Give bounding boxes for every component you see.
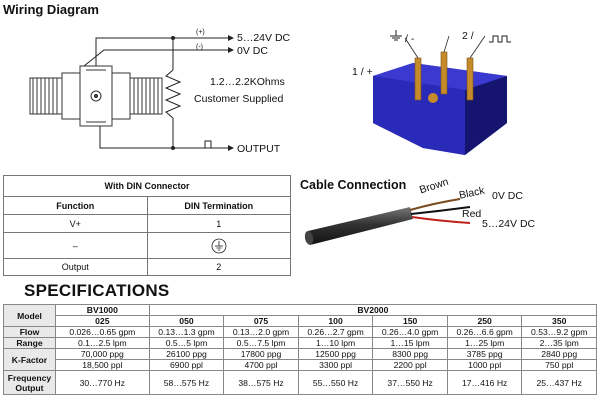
spec-cell: 58…575 Hz: [148, 370, 225, 395]
frequency-label: Frequency: [7, 372, 52, 383]
cable-connection-title: Cable Connection: [300, 178, 407, 192]
model-cell: 150: [372, 315, 448, 327]
din-function-cell: –: [3, 232, 148, 259]
table-row: Frequency Output 30…770 Hz 58…575 Hz 38……: [3, 370, 597, 395]
k-factor-label: K-Factor: [3, 348, 56, 371]
din-connector-drawing: [373, 30, 511, 155]
wiring-diagram-title: Wiring Diagram: [3, 2, 99, 17]
ground-icon: [390, 30, 402, 41]
range-label: Range: [3, 337, 56, 349]
din-table-title: With DIN Connector: [3, 175, 291, 197]
output-label: OUTPUT: [237, 143, 281, 155]
black-wire-signal: 0V DC: [492, 190, 523, 202]
model-row-header: Model: [3, 304, 56, 327]
din-connector-table: With DIN Connector Function DIN Terminat…: [3, 175, 291, 276]
spec-cell: 17…416 Hz: [446, 370, 523, 395]
din-function-cell: Output: [3, 258, 148, 276]
spec-cell: 0.13…2.0 gpm: [223, 326, 299, 338]
din-termination-cell: 1: [146, 214, 291, 233]
model-cell: 100: [297, 315, 374, 327]
red-wire-signal: 5…24V DC: [482, 218, 536, 230]
din-termination-cell: 2: [146, 258, 291, 276]
din-header-function: Function: [3, 196, 148, 215]
model-cell: 250: [446, 315, 523, 327]
pulse-train-icon: [489, 35, 511, 43]
spec-cell: 17800 ppg: [223, 348, 299, 360]
family-bv2000: BV2000: [148, 304, 598, 316]
pin-ground-label: / -: [405, 33, 415, 45]
table-row: 18,500 ppl 6900 ppl 4700 ppl 3300 ppl 22…: [4, 359, 597, 371]
table-row: K-Factor 70,000 ppg 26100 ppg 17800 ppg …: [3, 348, 597, 371]
spec-cell: 38…575 Hz: [223, 370, 299, 395]
spec-cell: 2200 ppl: [372, 359, 448, 371]
table-row: Flow 0.026…0.65 gpm 0.13…1.3 gpm 0.13…2.…: [3, 326, 597, 338]
spec-cell: 3300 ppl: [297, 359, 374, 371]
din-function-cell: V+: [3, 214, 148, 233]
brown-wire: [409, 198, 461, 211]
spec-cell: 4700 ppl: [223, 359, 299, 371]
black-wire: [410, 206, 471, 215]
spec-cell: 0.5…5 lpm: [148, 337, 225, 349]
minus-mark: (-): [196, 44, 203, 51]
spec-cell: 6900 ppl: [148, 359, 225, 371]
spec-cell: 12500 ppg: [297, 348, 374, 360]
model-cell: 075: [223, 315, 299, 327]
din-header-termination: DIN Termination: [146, 196, 291, 215]
din-ground-cell: [146, 232, 291, 259]
spec-cell: 750 ppl: [521, 359, 597, 371]
red-wire-label: Red: [462, 208, 482, 220]
flow-label: Flow: [3, 326, 56, 338]
table-row: Output 2: [3, 258, 291, 276]
ground-icon: [211, 238, 227, 253]
model-cell: 050: [148, 315, 225, 327]
specifications-table: Model BV1000 BV2000 025 050 075 100 150 …: [3, 304, 598, 395]
plus-mark: (+): [196, 29, 205, 36]
spec-cell: 30…770 Hz: [54, 370, 150, 395]
wiring-schematic: [29, 35, 234, 151]
spec-cell: 55…550 Hz: [297, 370, 374, 395]
red-wire: [411, 216, 471, 224]
model-cell: 025: [54, 315, 150, 327]
frequency-output-label: Frequency Output: [3, 370, 56, 395]
supply-voltage-label: 5…24V DC: [237, 32, 291, 44]
pin-power-label: 1 / +: [352, 66, 373, 78]
spec-cell: 0.026…0.65 gpm: [54, 326, 150, 338]
spec-cell: 1…10 lpm: [297, 337, 374, 349]
spec-cell: 1000 ppl: [446, 359, 523, 371]
spec-cell: 0.1…2.5 lpm: [54, 337, 150, 349]
brown-wire-label: Brown: [418, 175, 451, 197]
spec-cell: 2…35 lpm: [521, 337, 597, 349]
spec-cell: 37…550 Hz: [372, 370, 448, 395]
table-row: Range 0.1…2.5 lpm 0.5…5 lpm 0.5…7.5 lpm …: [3, 337, 597, 349]
spec-cell: 1…15 lpm: [372, 337, 448, 349]
spec-cell: 18,500 ppl: [54, 359, 150, 371]
spec-cell: 0.5…7.5 lpm: [223, 337, 299, 349]
spec-cell: 0.26…2.7 gpm: [297, 326, 374, 338]
cable-drawing: [304, 198, 471, 245]
spec-cell: 3785 ppg: [446, 348, 523, 360]
spec-cell: 26100 ppg: [148, 348, 225, 360]
resistor-note-label: Customer Supplied: [194, 93, 284, 105]
model-cell: 350: [521, 315, 597, 327]
output-label: Output: [15, 382, 44, 393]
table-row: V+ 1: [3, 214, 291, 233]
table-row: –: [3, 232, 291, 259]
pulse-icon: [199, 140, 216, 149]
resistor-value-label: 1.2…2.2KOhms: [210, 76, 285, 88]
ground-label: 0V DC: [237, 45, 268, 57]
spec-cell: 0.26…6.6 gpm: [446, 326, 523, 338]
spec-cell: 25…437 Hz: [521, 370, 597, 395]
spec-cell: 8300 ppg: [372, 348, 448, 360]
spec-cell: 1…25 lpm: [446, 337, 523, 349]
spec-cell: 0.53…9.2 gpm: [521, 326, 597, 338]
spec-cell: 2840 ppg: [521, 348, 597, 360]
flow-sensor-drawing: [29, 65, 163, 127]
black-wire-label: Black: [458, 184, 486, 202]
specifications-title: SPECIFICATIONS: [24, 281, 170, 300]
spec-cell: 0.13…1.3 gpm: [148, 326, 225, 338]
spec-cell: 0.26…4.0 gpm: [372, 326, 448, 338]
spec-cell: 70,000 ppg: [54, 348, 150, 360]
family-bv1000: BV1000: [54, 304, 150, 316]
pin-signal-label: 2 /: [462, 30, 474, 42]
